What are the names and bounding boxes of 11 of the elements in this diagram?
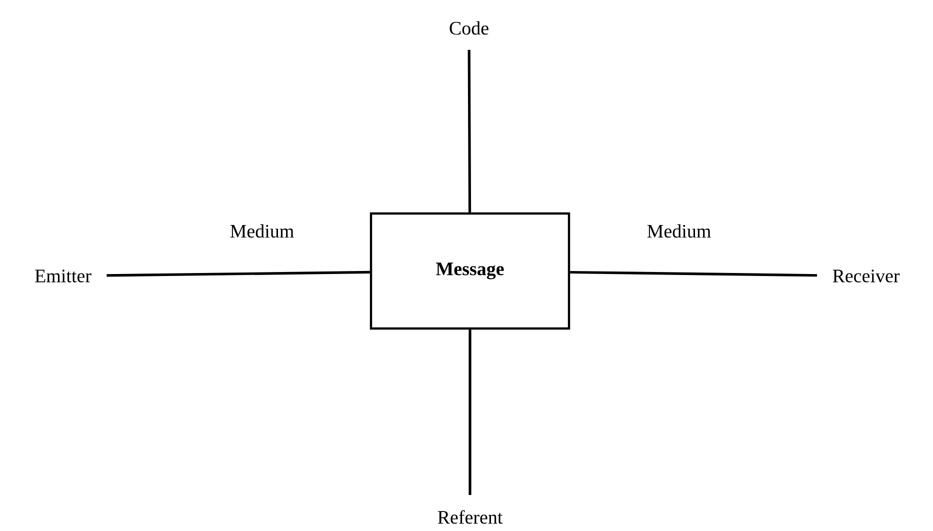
node-label: Code: [450, 21, 488, 35]
node-label: Receiver: [832, 270, 900, 282]
connector-line: [570, 270, 818, 277]
edge-label: Medium: [647, 224, 711, 238]
connector-line: [468, 330, 472, 495]
node-label: Referent: [438, 510, 503, 524]
connector-line: [106, 270, 370, 277]
message-box: Message: [370, 212, 570, 330]
connector-line: [468, 50, 472, 212]
node-label: Emitter: [35, 270, 92, 282]
edge-label: Medium: [230, 224, 294, 238]
